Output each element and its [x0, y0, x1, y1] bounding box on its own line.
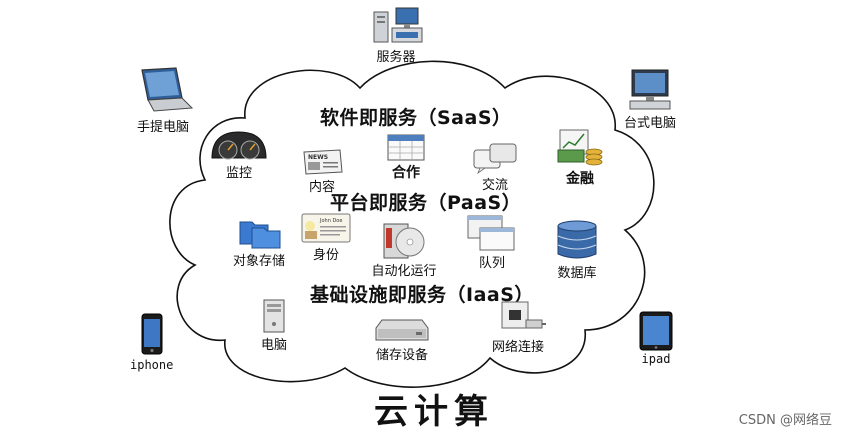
- calendar-icon: [387, 134, 425, 161]
- main-title: 云计算: [374, 392, 494, 432]
- tower-pc-icon: [263, 299, 285, 333]
- database-label: 数据库: [557, 266, 597, 281]
- monitor-node: 监控: [208, 128, 270, 181]
- laptop-label: 手提电脑: [136, 120, 189, 135]
- exchange-node: 交流: [470, 142, 520, 193]
- queue-node: 队列: [466, 214, 518, 271]
- laptop-icon: [141, 67, 194, 112]
- finance-label: 金融: [566, 171, 594, 187]
- ipad-label: ipad: [641, 352, 671, 366]
- iphone-icon: [141, 313, 163, 355]
- object-storage-node: 对象存储: [232, 216, 286, 269]
- storage-device-node: 储存设备: [372, 314, 432, 363]
- id-card-icon: John Doe: [301, 213, 351, 243]
- svg-text:NEWS: NEWS: [308, 154, 328, 161]
- content-label: 内容: [308, 180, 335, 195]
- collab-node: 合作: [382, 132, 430, 182]
- database-node: 数据库: [552, 218, 602, 281]
- server-label: 服务器: [376, 50, 416, 65]
- server-node: 服务器: [368, 4, 424, 65]
- computer-node: 电脑: [254, 298, 294, 353]
- exchange-label: 交流: [481, 178, 508, 193]
- disc-drive-icon: [383, 223, 425, 259]
- automation-label: 自动化运行: [371, 264, 437, 279]
- monitor-label: 监控: [225, 166, 252, 181]
- newspaper-icon: NEWS: [303, 149, 343, 175]
- paas-title: 平台即服务（PaaS）: [330, 192, 522, 214]
- identity-label: 身份: [312, 248, 339, 263]
- object-storage-label: 对象存储: [232, 254, 285, 269]
- content-node: NEWS 内容: [300, 148, 344, 195]
- money-chart-icon: [557, 129, 603, 166]
- network-node: 网络连接: [490, 300, 546, 355]
- iaas-title: 基础设施即服务（IaaS）: [310, 284, 534, 306]
- database-icon: [557, 220, 597, 259]
- svg-text:John Doe: John Doe: [319, 218, 342, 224]
- finance-node: 金融: [554, 128, 606, 188]
- ipad-node: ipad: [636, 310, 676, 366]
- hard-drive-icon: [375, 319, 429, 341]
- computer-label: 电脑: [260, 338, 287, 353]
- windows-stack-icon: [467, 215, 515, 251]
- dashboard-gauge-icon: [211, 131, 267, 160]
- network-port-icon: [501, 301, 546, 329]
- chat-bubbles-icon: [473, 143, 517, 174]
- storage-device-label: 储存设备: [375, 348, 428, 363]
- desktop-icon: [629, 69, 671, 110]
- saas-title: 软件即服务（SaaS）: [320, 107, 512, 129]
- identity-node: John Doe 身份: [300, 212, 352, 263]
- queue-label: 队列: [478, 256, 505, 271]
- ipad-icon: [639, 311, 673, 351]
- desktop-label: 台式电脑: [624, 116, 677, 131]
- collab-label: 合作: [392, 165, 420, 181]
- network-label: 网络连接: [491, 340, 544, 355]
- iphone-label: iphone: [130, 358, 174, 372]
- automation-node: 自动化运行: [368, 222, 440, 279]
- desktop-node: 台式电脑: [624, 68, 676, 131]
- iphone-node: iphone: [130, 312, 173, 372]
- laptop-node: 手提电脑: [132, 64, 194, 135]
- server-icon: [373, 7, 423, 43]
- folders-icon: [239, 221, 281, 249]
- watermark: CSDN @网络豆: [738, 413, 832, 428]
